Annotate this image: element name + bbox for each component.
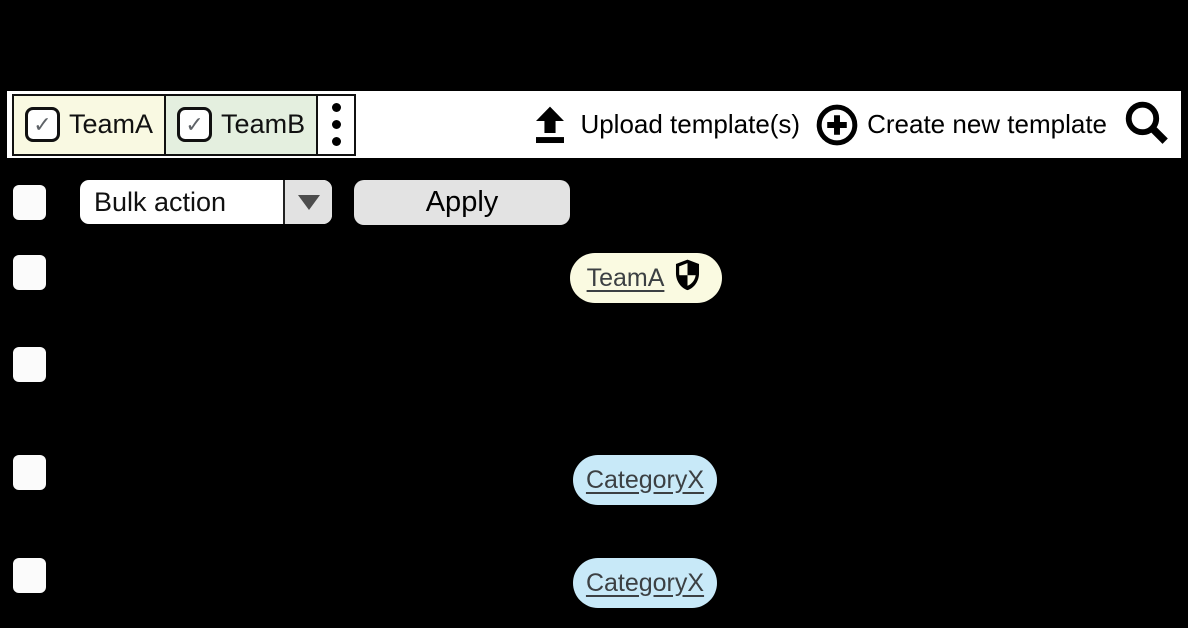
category-tag[interactable]: CategoryX [573,455,717,505]
row-checkbox[interactable] [13,455,46,490]
search-button[interactable] [1121,97,1171,152]
apply-button[interactable]: Apply [354,180,570,225]
filter-chip-teama[interactable]: ✓ TeamA [14,95,167,154]
bulk-action-select[interactable]: Bulk action [80,180,332,224]
category-tag[interactable]: CategoryX [573,558,717,608]
create-template-label: Create new template [867,109,1107,139]
teamb-checkbox[interactable]: ✓ [177,107,213,142]
select-arrow-box[interactable] [283,180,332,224]
team-tag[interactable]: TeamA [570,253,722,303]
upload-templates-label: Upload template(s) [580,109,801,139]
kebab-menu-icon[interactable] [318,95,355,154]
team-tag-link[interactable]: TeamA [586,263,665,292]
row-checkbox[interactable] [13,255,46,290]
toolbar-actions: Upload template(s) Create new template [527,97,1171,152]
filter-chip-teama-label: TeamA [69,109,154,139]
row-checkbox[interactable] [13,558,46,593]
create-template-button[interactable]: Create new template [814,102,1107,148]
kebab-dot [331,120,341,129]
upload-icon [527,102,573,148]
chevron-down-icon [297,194,320,210]
search-icon [1121,97,1171,152]
shield-icon [670,257,705,299]
filter-chip-teamb[interactable]: ✓ TeamB [166,95,319,154]
kebab-dot [331,103,341,112]
category-tag-link[interactable]: CategoryX [585,465,705,494]
upload-templates-button[interactable]: Upload template(s) [527,102,800,148]
select-all-checkbox[interactable] [13,185,46,220]
kebab-dot [331,137,341,146]
category-tag-link[interactable]: CategoryX [585,568,705,597]
toolbar: ✓ TeamA ✓ TeamB Upload template(s) [4,88,1184,161]
bulk-action-selected-value: Bulk action [94,186,227,217]
add-circle-icon [814,102,860,148]
row-checkbox[interactable] [13,347,46,382]
filter-chip-teamb-label: TeamB [221,109,306,139]
teama-checkbox[interactable]: ✓ [25,107,60,142]
team-filter-group: ✓ TeamA ✓ TeamB [12,93,357,156]
